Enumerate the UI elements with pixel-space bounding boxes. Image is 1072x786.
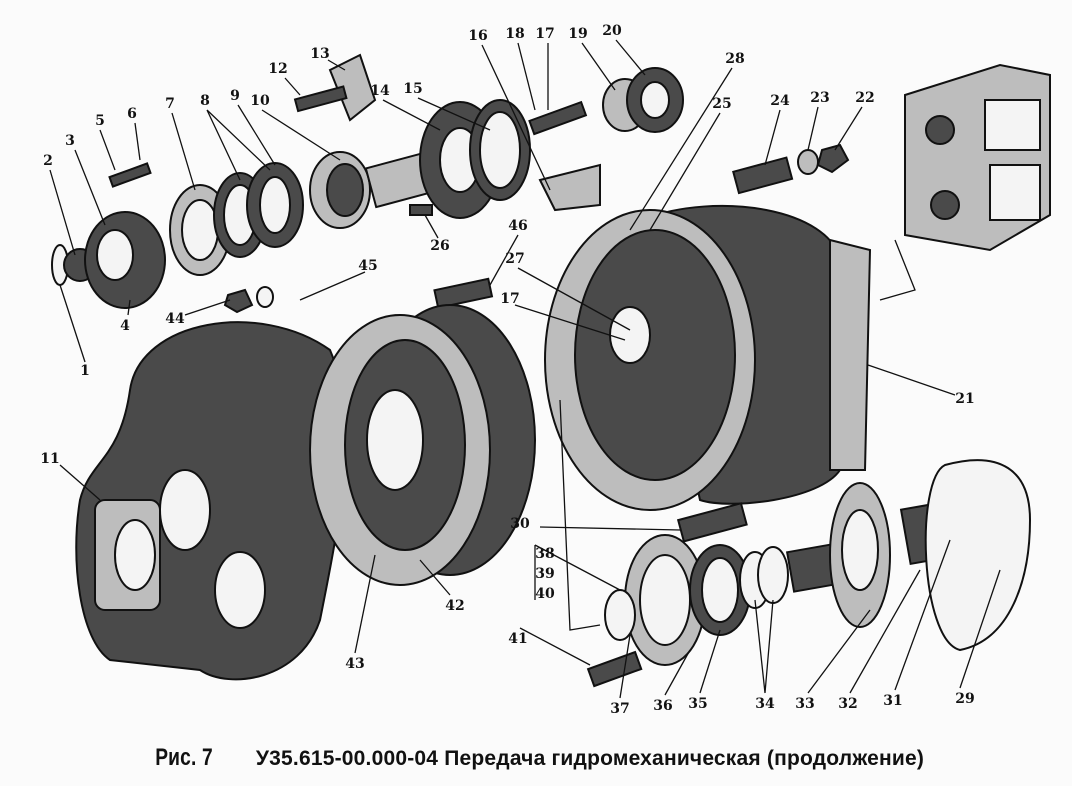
label-33: 33 bbox=[795, 696, 814, 712]
label-46: 46 bbox=[508, 218, 527, 234]
label-18: 18 bbox=[505, 26, 524, 42]
label-35: 35 bbox=[688, 696, 707, 712]
figure-title: У35.615-00.000-04 Передача гидромеханиче… bbox=[255, 747, 925, 770]
label-45: 45 bbox=[358, 258, 377, 274]
label-5: 5 bbox=[95, 113, 105, 129]
label-29: 29 bbox=[955, 691, 974, 707]
label-41: 41 bbox=[508, 631, 527, 647]
label-32: 32 bbox=[838, 696, 857, 712]
label-14: 14 bbox=[370, 83, 390, 99]
callout-labels: 1 2 3 4 5 6 7 8 9 10 11 12 13 14 15 16 1… bbox=[40, 23, 974, 717]
coupling-assembly bbox=[51, 53, 850, 314]
label-17-second: 17 bbox=[500, 291, 519, 307]
label-27: 27 bbox=[505, 251, 524, 267]
label-23: 23 bbox=[810, 90, 829, 106]
label-1: 1 bbox=[80, 363, 90, 379]
label-8: 8 bbox=[200, 93, 210, 109]
label-16: 16 bbox=[468, 28, 487, 44]
label-38: 38 bbox=[535, 546, 554, 562]
label-13: 13 bbox=[310, 46, 329, 62]
label-7: 7 bbox=[165, 96, 175, 112]
label-40: 40 bbox=[535, 586, 555, 602]
gearbox-housing bbox=[904, 63, 1051, 252]
label-30: 30 bbox=[510, 516, 530, 532]
label-21: 21 bbox=[955, 391, 974, 407]
label-31: 31 bbox=[883, 693, 902, 709]
label-15: 15 bbox=[403, 81, 422, 97]
label-44: 44 bbox=[165, 311, 185, 327]
label-37: 37 bbox=[610, 701, 629, 717]
label-22: 22 bbox=[855, 90, 874, 106]
label-34: 34 bbox=[755, 696, 775, 712]
label-6: 6 bbox=[127, 106, 137, 122]
label-12: 12 bbox=[268, 61, 287, 77]
label-36: 36 bbox=[653, 698, 672, 714]
label-26: 26 bbox=[430, 238, 449, 254]
label-24: 24 bbox=[770, 93, 790, 109]
label-19: 19 bbox=[568, 26, 587, 42]
label-42: 42 bbox=[445, 598, 464, 614]
label-11: 11 bbox=[40, 451, 59, 467]
label-39: 39 bbox=[535, 566, 554, 582]
label-3: 3 bbox=[65, 133, 75, 149]
torque-converter-42 bbox=[309, 304, 536, 586]
output-shaft-assembly bbox=[586, 459, 1032, 688]
label-43: 43 bbox=[345, 656, 364, 672]
bell-housing-25 bbox=[544, 204, 872, 511]
label-4: 4 bbox=[120, 318, 130, 334]
label-25: 25 bbox=[712, 96, 731, 112]
leader-lines bbox=[49, 39, 1001, 699]
figure-caption: Рис. 7 У35.615-00.000-04 Передача гидроме… bbox=[0, 744, 1072, 772]
label-2: 2 bbox=[43, 153, 53, 169]
label-17: 17 bbox=[535, 26, 554, 42]
label-10: 10 bbox=[250, 93, 270, 109]
label-28: 28 bbox=[725, 51, 744, 67]
figure-number: Рис. 7 bbox=[155, 744, 213, 771]
label-20: 20 bbox=[602, 23, 622, 39]
housing-11 bbox=[75, 321, 347, 681]
label-9: 9 bbox=[230, 88, 240, 104]
